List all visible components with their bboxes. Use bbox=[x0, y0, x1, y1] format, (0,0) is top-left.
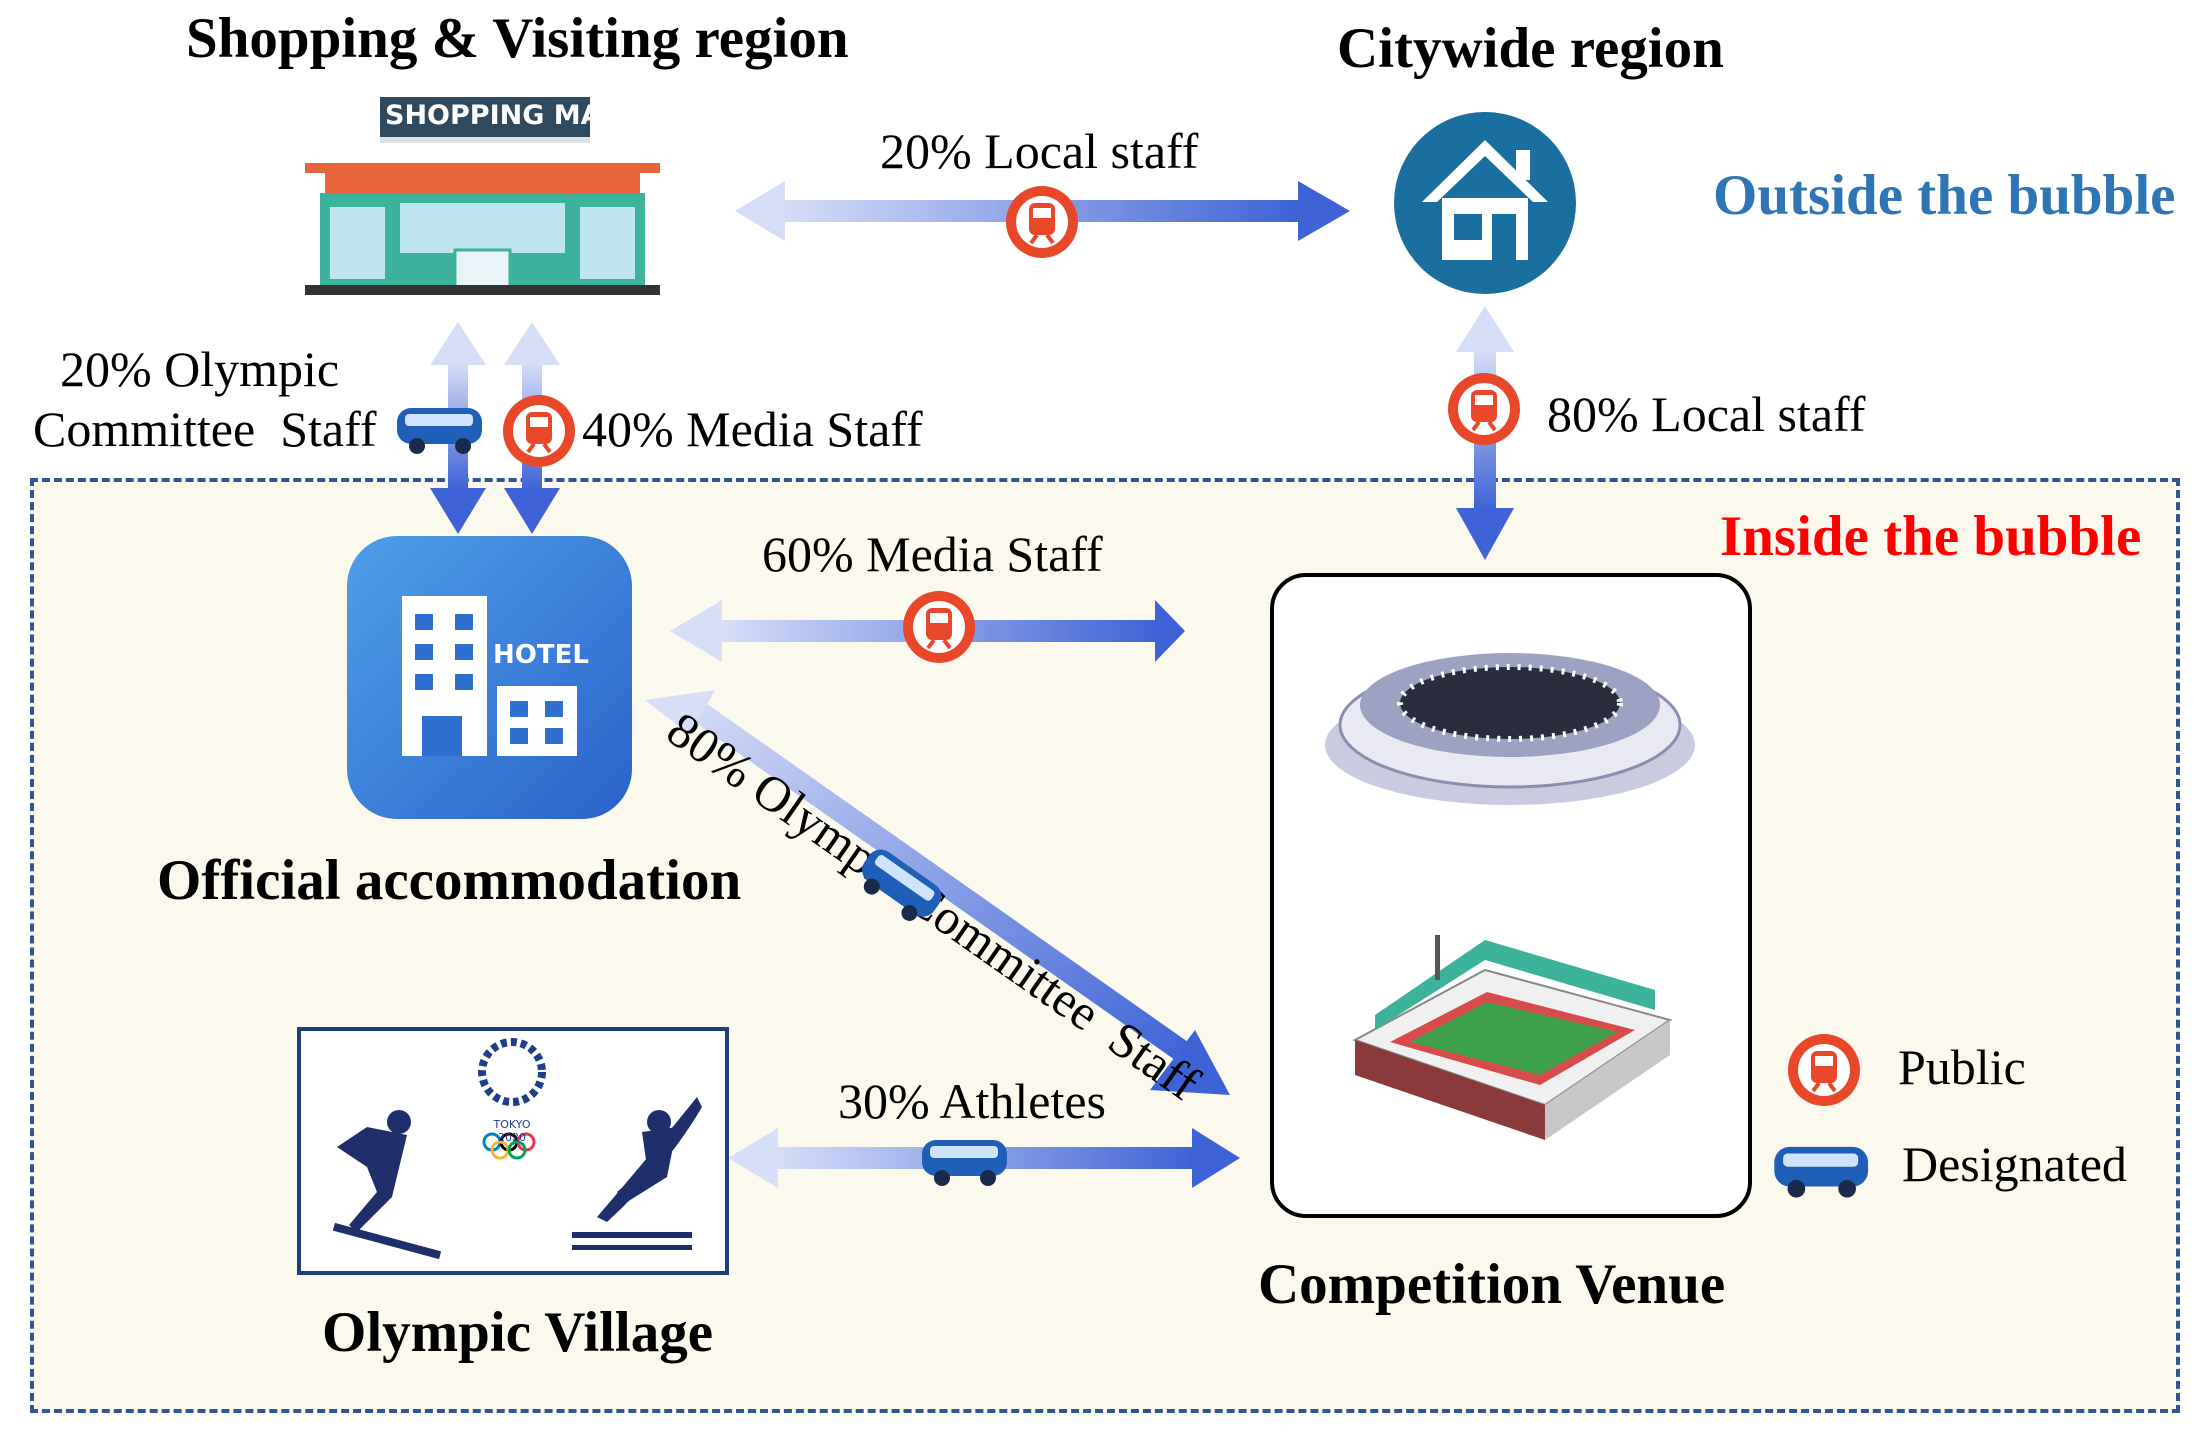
stadium-top-icon bbox=[1325, 653, 1695, 805]
legend-public-label: Public bbox=[1898, 1039, 2026, 1095]
flow-label-media-60: 60% Media Staff bbox=[762, 526, 1103, 582]
bus-icon bbox=[922, 1140, 1007, 1186]
bus-icon bbox=[397, 408, 482, 454]
train-icon bbox=[1448, 373, 1520, 445]
bus-icon bbox=[862, 849, 942, 921]
flow-label-athletes: 30% Athletes bbox=[838, 1073, 1107, 1129]
train-icon bbox=[503, 395, 575, 467]
accommodation-label: Official accommodation bbox=[157, 849, 742, 912]
shopping-region-title: Shopping & Visiting region bbox=[186, 7, 849, 70]
legend-bus-icon bbox=[1774, 1146, 1869, 1198]
hotel-icon bbox=[347, 536, 632, 819]
tokyo-2020-text: TOKYO 2020 bbox=[493, 1118, 531, 1144]
mall-sign-text: SHOPPING MALL bbox=[385, 100, 636, 131]
flow-label-mall-city: 20% Local staff bbox=[880, 123, 1199, 179]
flow-label-olympic-line2: Committee Staff bbox=[33, 401, 377, 457]
hotel-sign-text: HOTEL bbox=[493, 640, 589, 670]
train-icon bbox=[1006, 186, 1078, 258]
olympic-pictogram-icon bbox=[332, 1038, 702, 1260]
flow-label-media-mall: 40% Media Staff bbox=[582, 401, 923, 457]
legend-designated-label: Designated bbox=[1902, 1136, 2127, 1192]
citywide-region-title: Citywide region bbox=[1337, 17, 1724, 80]
legend-train-icon bbox=[1788, 1034, 1860, 1106]
flow-label-local-80: 80% Local staff bbox=[1547, 386, 1866, 442]
shopping-mall-icon bbox=[305, 97, 660, 295]
stadium-field-icon bbox=[1352, 935, 1673, 1140]
arrow-hotel-venue-diagonal bbox=[645, 690, 1230, 1095]
home-icon bbox=[1394, 112, 1576, 294]
train-icon bbox=[903, 591, 975, 663]
outside-bubble-label: Outside the bubble bbox=[1713, 164, 2176, 227]
inside-bubble-label: Inside the bubble bbox=[1720, 505, 2142, 568]
flow-label-olympic-line1: 20% Olympic bbox=[60, 341, 340, 397]
olympic-village-label: Olympic Village bbox=[322, 1301, 714, 1364]
competition-venue-label: Competition Venue bbox=[1258, 1253, 1726, 1316]
